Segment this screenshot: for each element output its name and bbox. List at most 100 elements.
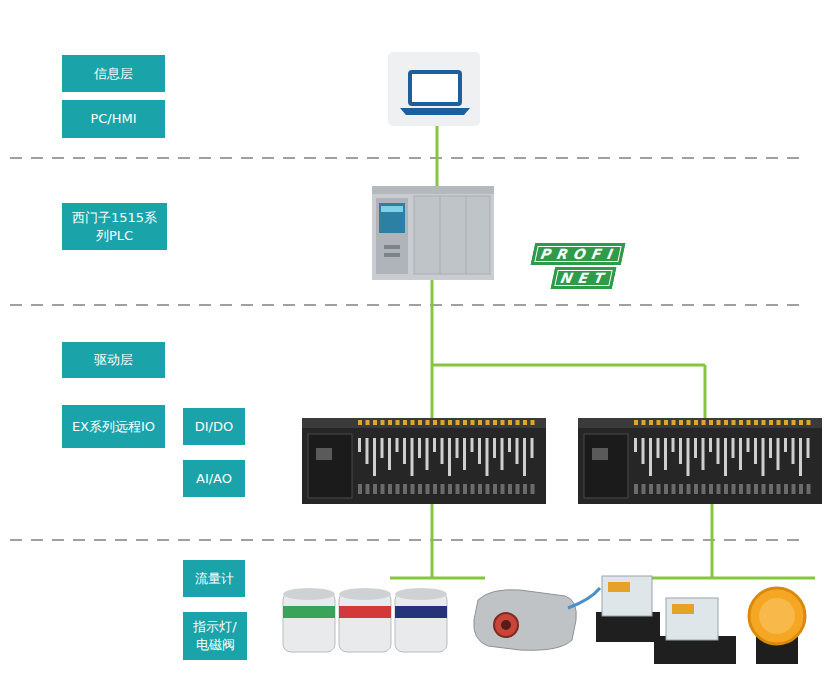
terminal-led: [739, 420, 743, 425]
terminal-led: [501, 420, 505, 425]
terminal-marking: [664, 438, 667, 470]
layer-label: 流量计: [195, 570, 234, 588]
terminal-marking: [634, 438, 637, 452]
illustration-part: [440, 196, 441, 274]
terminal-led: [508, 420, 512, 425]
terminal-screw: [531, 484, 535, 494]
layer-label-box: AI/AO: [183, 460, 245, 497]
terminal-marking: [388, 438, 391, 470]
terminal-led: [523, 420, 527, 425]
illustration-part: [414, 196, 490, 274]
terminal-marking: [702, 438, 705, 470]
illustration-part: [410, 72, 460, 104]
illustration-part: [602, 576, 652, 616]
illustration-part: [283, 592, 335, 652]
terminal-marking: [717, 438, 720, 464]
terminal-marking: [762, 438, 765, 476]
terminal-screw: [634, 484, 638, 494]
gas-sensor: [395, 588, 447, 652]
layer-label-box: 信息层: [62, 55, 165, 92]
terminal-led: [732, 420, 736, 425]
terminal-marking: [792, 438, 795, 464]
terminal-screw: [747, 484, 751, 494]
terminal-marking: [642, 438, 645, 464]
terminal-led: [463, 420, 467, 425]
terminal-led: [403, 420, 407, 425]
terminal-screw: [739, 484, 743, 494]
illustration-part: [390, 577, 485, 580]
terminal-marking: [739, 438, 742, 470]
terminal-led: [754, 420, 758, 425]
terminal-marking: [687, 438, 690, 476]
terminal-marking: [531, 438, 534, 458]
illustration-part: [672, 604, 694, 614]
terminal-marking: [471, 438, 474, 452]
terminal-marking: [403, 438, 406, 464]
terminal-marking: [448, 438, 451, 476]
illustration-part: [608, 582, 630, 592]
illustration-part: [339, 592, 391, 652]
terminal-led: [694, 420, 698, 425]
module-port: [316, 448, 332, 460]
terminal-marking: [672, 438, 675, 452]
terminal-led: [486, 420, 490, 425]
flow-meter: [474, 588, 600, 650]
terminal-led: [388, 420, 392, 425]
terminal-screw: [448, 484, 452, 494]
illustration-part: [384, 253, 400, 257]
terminal-screw: [426, 484, 430, 494]
terminal-screw: [433, 484, 437, 494]
layer-label-box: EX系列远程IO: [62, 405, 165, 448]
terminal-marking: [694, 438, 697, 458]
illustration-part: [395, 606, 447, 618]
terminal-marking: [799, 438, 802, 476]
layer-label: PC/HMI: [90, 110, 136, 128]
terminal-screw: [411, 484, 415, 494]
terminal-screw: [403, 484, 407, 494]
terminal-screw: [508, 484, 512, 494]
illustration-part: [384, 245, 400, 249]
terminal-screw: [486, 484, 490, 494]
layer-label: 信息层: [94, 65, 133, 83]
terminal-screw: [694, 484, 698, 494]
terminal-led: [418, 420, 422, 425]
terminal-marking: [649, 438, 652, 476]
illustration-part: [395, 588, 447, 600]
terminal-marking: [381, 438, 384, 458]
terminal-marking: [463, 438, 466, 470]
terminal-marking: [426, 438, 429, 470]
gas-sensor: [283, 588, 335, 652]
terminal-marking: [433, 438, 436, 452]
illustration-part: [431, 280, 434, 365]
terminal-led: [448, 420, 452, 425]
module-body: [578, 418, 822, 504]
terminal-led: [493, 420, 497, 425]
terminal-marking: [732, 438, 735, 458]
terminal-led: [709, 420, 713, 425]
plc-unit: [372, 186, 494, 280]
terminal-led: [433, 420, 437, 425]
terminal-marking: [724, 438, 727, 476]
terminal-screw: [501, 484, 505, 494]
terminal-led: [358, 420, 362, 425]
terminal-screw: [381, 484, 385, 494]
terminal-marking: [366, 438, 369, 464]
module-top: [578, 418, 822, 428]
terminal-marking: [411, 438, 414, 476]
illustration-part: [372, 186, 494, 280]
terminal-screw: [672, 484, 676, 494]
terminal-marking: [478, 438, 481, 464]
terminal-screw: [478, 484, 482, 494]
remote-io-modules: [302, 418, 822, 504]
layer-label-box: DI/DO: [183, 408, 245, 445]
terminal-screw: [784, 484, 788, 494]
terminal-screw: [358, 484, 362, 494]
indicator-lamp: [749, 588, 805, 664]
terminal-marking: [777, 438, 780, 470]
terminal-screw: [456, 484, 460, 494]
module-body: [302, 418, 546, 504]
terminal-led: [664, 420, 668, 425]
terminal-led: [762, 420, 766, 425]
illustration-part: [704, 365, 707, 420]
